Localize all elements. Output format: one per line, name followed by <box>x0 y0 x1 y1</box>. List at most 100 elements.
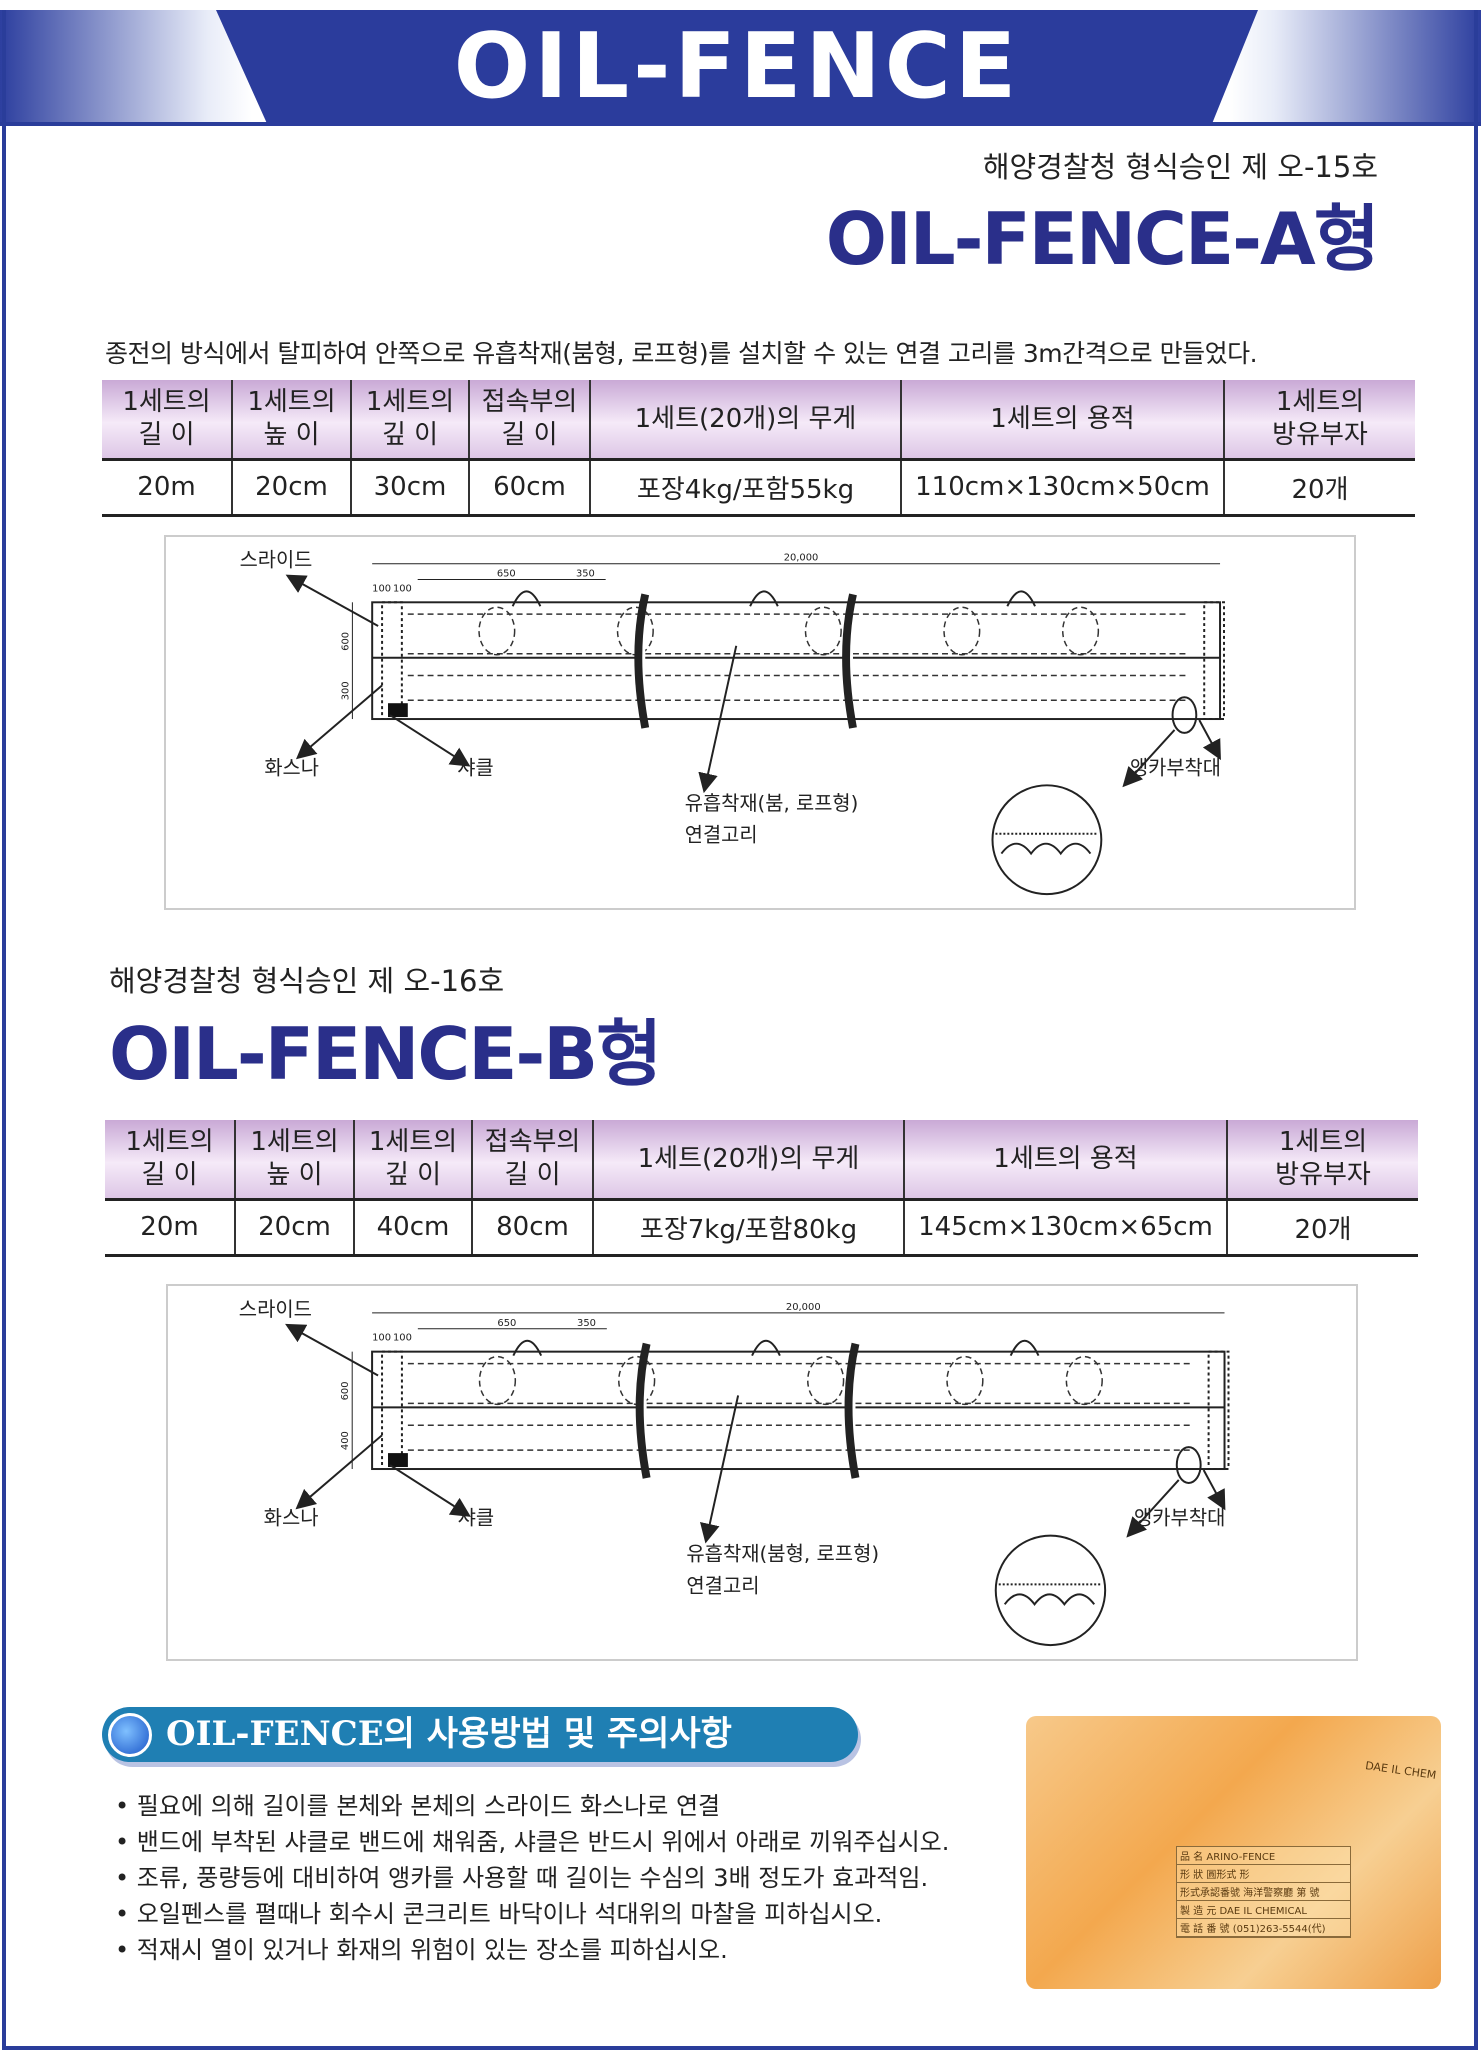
magnified-detail <box>994 1534 1107 1647</box>
dimension-100: 100 <box>372 1333 391 1344</box>
table-cell: 20개 <box>1223 459 1415 517</box>
photo-label-row: 品 名 ARINO-FENCE <box>1177 1847 1350 1865</box>
float <box>804 606 842 656</box>
header-line: 1세트(20개)의 무게 <box>634 403 857 434</box>
float <box>478 606 516 656</box>
slide-fastener <box>381 601 403 721</box>
label-slide: 스라이드 <box>240 549 313 572</box>
float <box>1061 606 1100 656</box>
chain-icon <box>1000 842 1092 856</box>
header-line: 1세트의 <box>365 387 455 418</box>
table-cell: 포장4kg/포함55kg <box>589 459 901 517</box>
column-header: 1세트의 용적 <box>903 1120 1227 1201</box>
header-line: 1세트의 <box>368 1127 458 1158</box>
table-cell: 포장7kg/포함80kg <box>592 1199 904 1257</box>
column-header: 1세트(20개)의 무게 <box>592 1120 904 1201</box>
table-cell: 30cm <box>350 459 469 517</box>
float <box>478 1355 517 1406</box>
dimension-100: 100 <box>372 583 391 594</box>
header-line: 길 이 <box>504 1159 561 1190</box>
label-absorbent: 유흡착재(붐, 로프형) <box>685 792 858 815</box>
chain-icon <box>1003 1593 1096 1606</box>
float <box>807 1355 845 1406</box>
break-mark <box>634 593 650 729</box>
header-line: 1세트의 <box>1278 1127 1368 1158</box>
table-cell: 20개 <box>1226 1199 1418 1257</box>
handle <box>1006 590 1036 607</box>
label-ring: 연결고리 <box>685 824 758 847</box>
header-line: 길 이 <box>138 419 195 450</box>
label-ring: 연결고리 <box>686 1574 759 1597</box>
slide-fastener <box>1207 1350 1230 1471</box>
type-b-approval: 해양경찰청 형식승인 제 오-16호 <box>109 964 505 998</box>
type-a-description: 종전의 방식에서 탈피하여 안쪽으로 유흡착재(붐형, 로프형)를 설치할 수 … <box>105 339 1258 368</box>
column-header: 1세트(20개)의 무게 <box>589 380 901 461</box>
header-line: 접속부의 <box>484 1127 581 1158</box>
type-a-title: OIL-FENCE-A형 <box>825 197 1380 281</box>
label-fastener: 화스나 <box>264 1507 319 1530</box>
header-line: 1세트의 <box>125 1127 214 1158</box>
header-line: 높 이 <box>263 419 320 450</box>
column-header: 1세트의 용적 <box>900 380 1224 461</box>
callout-arrow <box>285 574 379 627</box>
slide-fastener <box>1203 601 1225 721</box>
header-line: 길 이 <box>501 419 558 450</box>
usage-item-text: 적재시 열이 있거나 화재의 위험이 있는 장소를 피하십시오. <box>136 1936 728 1964</box>
header-line: 1세트(20개)의 무게 <box>637 1143 860 1174</box>
type-b-title: OIL-FENCE-B형 <box>109 1012 662 1096</box>
dimension-total: 20,000 <box>784 553 819 564</box>
float <box>946 1355 984 1406</box>
callout-arrow <box>295 684 383 760</box>
photo-label-row: 製 造 元 DAE IL CHEMICAL <box>1177 1901 1350 1919</box>
callout-arrow <box>285 1323 379 1377</box>
label-absorbent: 유흡착재(붐형, 로프형) <box>686 1543 879 1566</box>
shackle <box>388 703 408 718</box>
header-line: 깊 이 <box>381 419 439 450</box>
header-line: 방유부자 <box>1275 1159 1371 1190</box>
bullet-circle-icon <box>108 1713 152 1757</box>
handle <box>512 1339 543 1357</box>
dimension-350: 350 <box>577 1318 596 1329</box>
table-cell: 20cm <box>234 1199 354 1257</box>
float <box>1065 1355 1103 1406</box>
header-line: 1세트의 <box>247 387 336 418</box>
label-anchor: 앵카부착대 <box>1130 756 1221 779</box>
page-title: OIL-FENCE <box>453 14 1021 119</box>
usage-item: • 적재시 열이 있거나 화재의 위험이 있는 장소를 피하십시오. <box>115 1936 728 1964</box>
fence-body <box>371 601 1222 721</box>
break-mark <box>635 1342 651 1479</box>
header-line: 1세트의 <box>122 387 211 418</box>
float <box>943 606 981 656</box>
header-line: 방유부자 <box>1272 419 1368 450</box>
callout-arrow <box>1198 719 1221 761</box>
dimension-height: 600 <box>340 1381 351 1400</box>
dimension-350: 350 <box>576 569 595 580</box>
page-frame <box>2 10 1478 2050</box>
usage-item: • 필요에 의해 길이를 본체와 본체의 스라이드 화스나로 연결 <box>115 1792 721 1820</box>
header-line: 깊 이 <box>384 1159 442 1190</box>
label-shackle: 샤클 <box>458 1507 495 1530</box>
label-shackle: 샤클 <box>457 756 493 779</box>
label-slide: 스라이드 <box>239 1298 312 1321</box>
magnify-spot <box>1175 1446 1202 1484</box>
table-cell: 110cm×130cm×50cm <box>900 459 1224 517</box>
fence-body <box>371 1350 1226 1471</box>
callout-arrow <box>700 1395 740 1544</box>
slide-fastener <box>381 1350 403 1471</box>
callout-arrow <box>389 1464 471 1517</box>
header-line: 길 이 <box>141 1159 198 1190</box>
table-cell: 20m <box>102 459 232 517</box>
handle <box>749 590 779 607</box>
usage-item: • 조류, 풍량등에 대비하여 앵카를 사용할 때 길이는 수심의 3배 정도가… <box>115 1864 929 1892</box>
usage-list: • 필요에 의해 길이를 본체와 본체의 스라이드 화스나로 연결• 밴드에 부… <box>115 1788 949 1968</box>
table-cell: 80cm <box>471 1199 593 1257</box>
